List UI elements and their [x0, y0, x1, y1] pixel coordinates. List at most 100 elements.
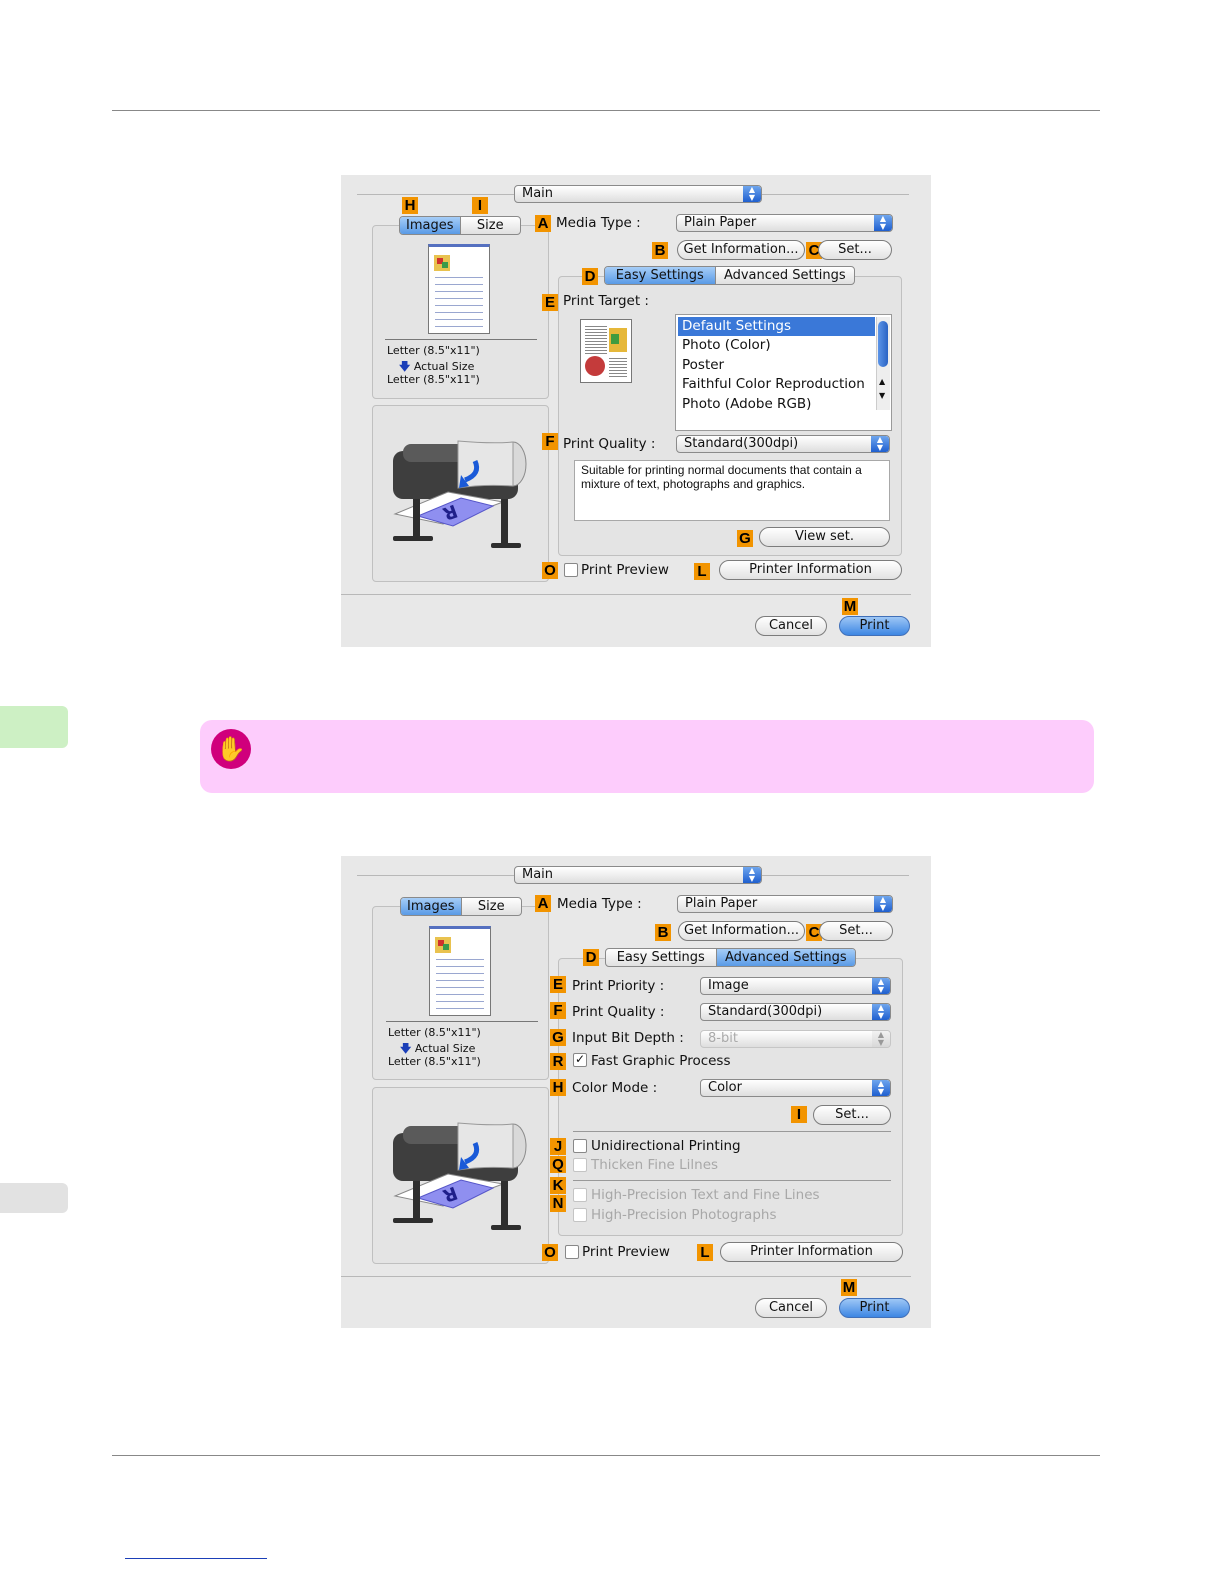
tag-r: R [550, 1053, 566, 1070]
main-menu-popup[interactable]: Main▲▼ [514, 866, 762, 884]
chapter-side-tab [0, 706, 68, 748]
footer-rule [112, 1455, 1100, 1456]
cancel-button[interactable]: Cancel [755, 1298, 827, 1318]
tab-images[interactable]: Images [401, 898, 461, 915]
arrow-down-icon: 🡇 [399, 360, 411, 373]
color-set-button[interactable]: Set... [813, 1105, 891, 1125]
list-item[interactable]: Photo (Adobe RGB) [682, 395, 812, 412]
get-information-button[interactable]: Get Information... [678, 921, 805, 941]
size-divider [385, 339, 537, 340]
tag-d: D [582, 268, 598, 285]
size-from: Letter (8.5"x11") [387, 344, 480, 357]
get-information-button[interactable]: Get Information... [677, 240, 805, 260]
media-set-button[interactable]: Set... [818, 240, 892, 260]
fast-graphic-process-label: Fast Graphic Process [591, 1053, 731, 1069]
main-menu-label: Main [522, 186, 554, 201]
printer-information-button[interactable]: Printer Information [719, 560, 902, 580]
print-priority-value: Image [708, 978, 749, 993]
print-quality-description: Suitable for printing normal documents t… [574, 460, 890, 521]
arrow-down-icon: 🡇 [400, 1042, 412, 1055]
printer-illustration: R [393, 1122, 527, 1230]
input-bit-depth-popup[interactable]: 8-bit▲▼ [700, 1030, 891, 1048]
media-set-button[interactable]: Set... [819, 921, 893, 941]
input-bit-depth-value: 8-bit [708, 1031, 738, 1046]
color-mode-popup[interactable]: Color▲▼ [700, 1079, 891, 1097]
tab-size[interactable]: Size [460, 898, 522, 915]
thicken-fine-lines-checkbox[interactable] [573, 1158, 587, 1172]
tag-f: F [542, 433, 558, 450]
print-preview-checkbox[interactable] [564, 563, 578, 577]
print-preview-checkbox[interactable] [565, 1245, 579, 1259]
settings-mode-tabs[interactable]: Easy Settings Advanced Settings [605, 948, 856, 967]
tag-m: M [841, 1279, 857, 1296]
fast-graphic-process-checkbox[interactable]: ✓ [573, 1052, 587, 1067]
popup-arrows-icon: ▲▼ [871, 436, 889, 452]
options-divider [573, 1131, 891, 1132]
high-precision-text-label: High-Precision Text and Fine Lines [591, 1187, 820, 1203]
print-preview-label: Print Preview [581, 562, 669, 578]
important-note-box [200, 720, 1094, 793]
options-divider-2 [573, 1180, 891, 1181]
list-item[interactable]: Photo (Color) [682, 337, 771, 354]
tag-d: D [583, 949, 599, 966]
tab-advanced-settings[interactable]: Advanced Settings [714, 267, 854, 284]
footer-link-underline[interactable] [125, 1558, 267, 1559]
footer-divider [341, 594, 911, 595]
tag-l: L [697, 1244, 713, 1261]
high-precision-text-checkbox[interactable] [573, 1188, 587, 1202]
print-target-preview [580, 319, 632, 383]
scroll-down-icon[interactable]: ▼ [879, 391, 886, 400]
printer-information-button[interactable]: Printer Information [720, 1242, 903, 1262]
view-set-button[interactable]: View set. [759, 527, 890, 547]
size-to: Letter (8.5"x11") [388, 1055, 481, 1068]
print-priority-popup[interactable]: Image▲▼ [700, 977, 891, 995]
tag-a: A [535, 215, 551, 232]
footer-divider [341, 1276, 911, 1277]
high-precision-photos-label: High-Precision Photographs [591, 1207, 777, 1223]
print-button[interactable]: Print [839, 1298, 910, 1318]
unidirectional-printing-label: Unidirectional Printing [591, 1138, 741, 1154]
print-button[interactable]: Print [839, 616, 910, 636]
list-item[interactable]: Faithful Color Reproduction [682, 376, 865, 393]
scroll-thumb[interactable] [878, 321, 888, 367]
color-mode-label: Color Mode : [572, 1080, 658, 1096]
tab-easy-settings[interactable]: Easy Settings [605, 267, 715, 284]
popup-arrows-icon: ▲▼ [874, 896, 892, 912]
tag-b: B [655, 924, 671, 941]
media-type-label: Media Type : [556, 215, 641, 231]
media-type-popup[interactable]: Plain Paper▲▼ [677, 895, 893, 913]
list-scrollbar[interactable]: ▲ ▼ [876, 317, 890, 410]
print-quality-popup[interactable]: Standard(300dpi)▲▼ [700, 1003, 891, 1021]
high-precision-photos-checkbox[interactable] [573, 1208, 587, 1222]
popup-arrows-icon: ▲▼ [872, 1080, 890, 1096]
popup-arrows-icon: ▲▼ [743, 186, 761, 202]
tab-advanced-settings[interactable]: Advanced Settings [715, 949, 855, 966]
print-quality-value: Standard(300dpi) [708, 1004, 823, 1019]
main-menu-popup[interactable]: Main ▲▼ [514, 185, 762, 203]
tag-l: L [694, 563, 710, 580]
list-item[interactable]: Default Settings [678, 317, 875, 337]
page-thumbnail [429, 926, 491, 1016]
media-type-label: Media Type : [557, 896, 642, 912]
print-target-list[interactable]: Default Settings Photo (Color) Poster Fa… [675, 314, 892, 431]
list-item[interactable]: Poster [682, 356, 725, 373]
media-type-popup[interactable]: Plain Paper▲▼ [676, 214, 893, 232]
print-quality-popup[interactable]: Standard(300dpi)▲▼ [676, 435, 890, 453]
tab-images[interactable]: Images [400, 217, 460, 234]
unidirectional-printing-checkbox[interactable] [573, 1139, 587, 1153]
size-divider [386, 1021, 538, 1022]
cancel-button[interactable]: Cancel [755, 616, 827, 636]
tab-easy-settings[interactable]: Easy Settings [616, 950, 705, 965]
print-priority-label: Print Priority : [572, 978, 665, 994]
thumbnail-image [434, 255, 450, 271]
tab-size[interactable]: Size [459, 217, 521, 234]
print-quality-label: Print Quality : [572, 1004, 665, 1020]
popup-arrows-icon: ▲▼ [874, 215, 892, 231]
scroll-up-icon[interactable]: ▲ [879, 377, 886, 386]
hand-stop-icon: ✋ [211, 729, 251, 769]
